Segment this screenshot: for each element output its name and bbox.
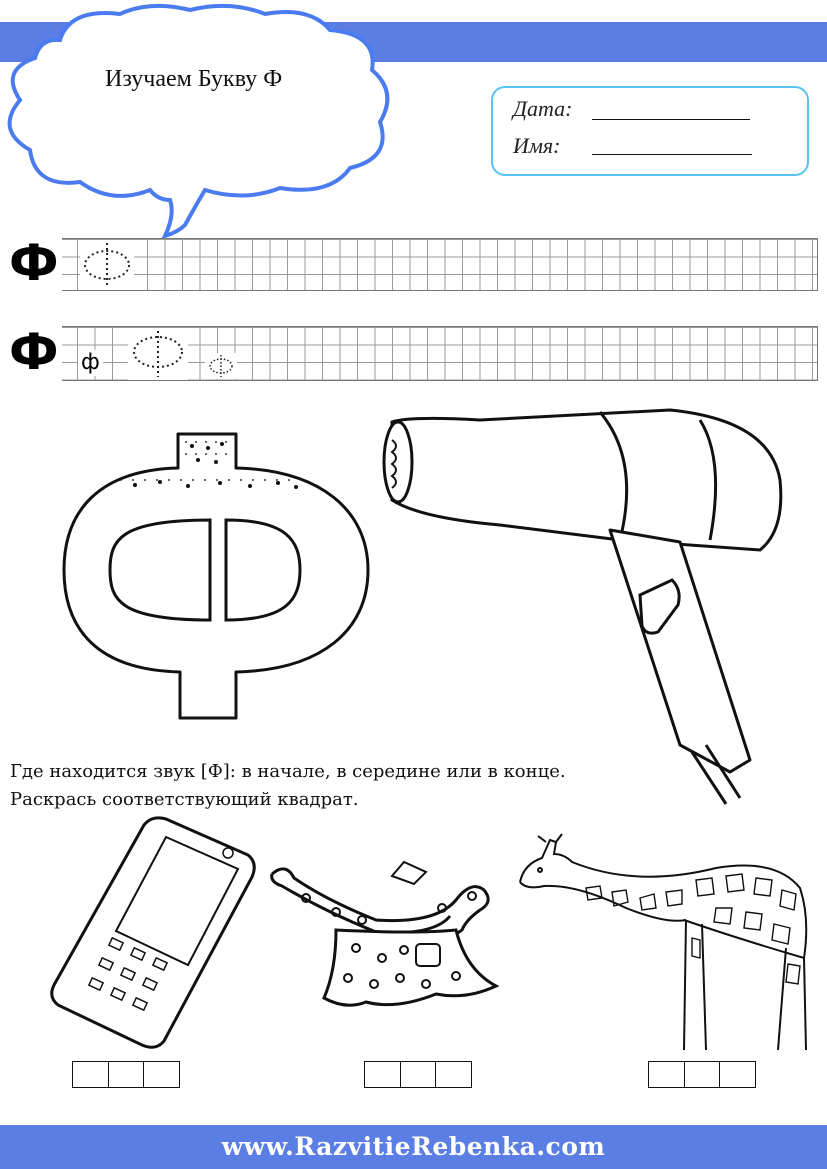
date-field[interactable] xyxy=(592,119,750,120)
sound-box-end[interactable] xyxy=(436,1062,471,1087)
bottom-band xyxy=(0,1125,827,1169)
sound-box-start[interactable] xyxy=(73,1062,109,1087)
small-model-letter: ф xyxy=(78,350,103,376)
dotted-small-letter xyxy=(205,353,237,379)
sound-box-end[interactable] xyxy=(720,1062,755,1087)
instruction-line-1: Где находится звук [Ф]: в начале, в сере… xyxy=(10,761,566,782)
page-title: Изучаем Букву Ф xyxy=(105,66,283,92)
name-label: Имя: xyxy=(513,133,561,158)
dotted-letter-1 xyxy=(80,240,134,290)
sound-box-end[interactable] xyxy=(144,1062,179,1087)
cloud-bubble xyxy=(7,3,390,240)
big-letter-outline xyxy=(62,432,370,720)
sound-box-start[interactable] xyxy=(649,1062,685,1087)
info-box xyxy=(491,86,809,176)
footer-url[interactable]: www.RazvitieRebenka.com xyxy=(221,1132,606,1161)
sound-box-middle[interactable] xyxy=(401,1062,437,1087)
name-field[interactable] xyxy=(592,154,752,155)
dotted-letter-2 xyxy=(128,328,188,380)
giraffe-icon xyxy=(519,833,808,1051)
sound-box-giraffe[interactable] xyxy=(648,1061,756,1088)
instruction-line-2: Раскрась соответствующий квадрат. xyxy=(10,789,359,810)
hair-dryer-icon xyxy=(382,408,783,805)
sound-box-middle[interactable] xyxy=(109,1062,145,1087)
instructions: Где находится звук [Ф]: в начале, в сере… xyxy=(10,758,566,814)
model-letter-1: Ф xyxy=(6,233,62,293)
sound-box-scarf[interactable] xyxy=(364,1061,472,1088)
copybook-row-1[interactable] xyxy=(6,238,818,291)
date-label: Дата: xyxy=(513,96,573,121)
sound-box-phone[interactable] xyxy=(72,1061,180,1088)
scarf-icon xyxy=(270,860,500,1007)
sound-box-middle[interactable] xyxy=(685,1062,721,1087)
phone-icon xyxy=(50,816,256,1049)
sound-box-start[interactable] xyxy=(365,1062,401,1087)
model-letter-2: Ф xyxy=(6,322,62,382)
